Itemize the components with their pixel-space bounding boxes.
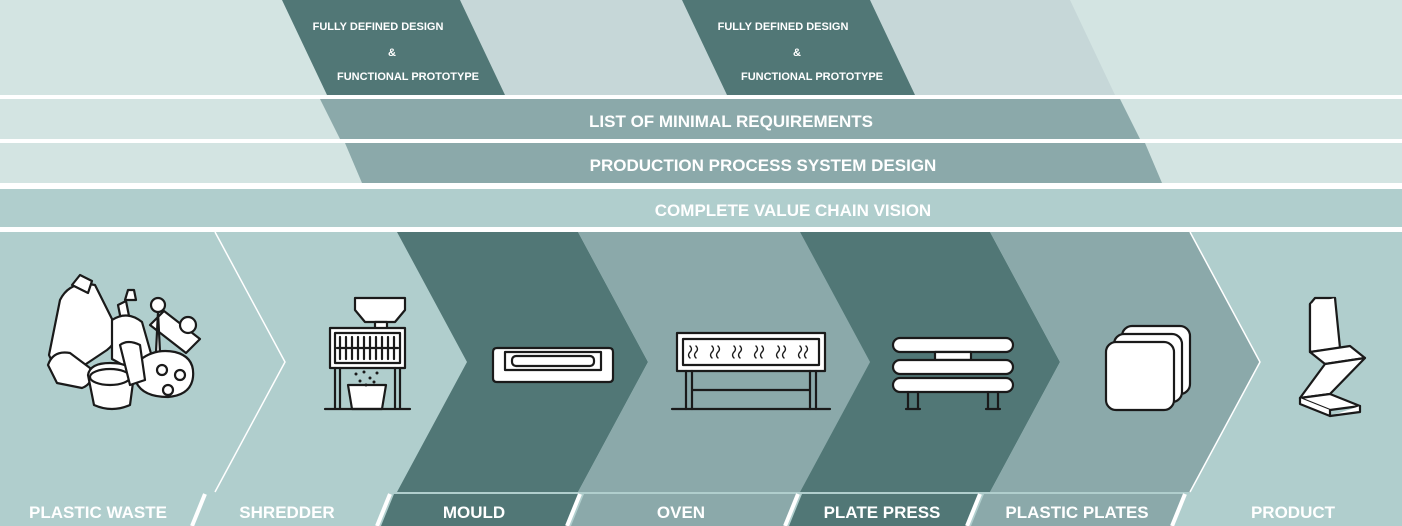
stage-label-plastic-waste-bg — [0, 494, 205, 526]
system-design-label: PRODUCTION PROCESS SYSTEM DESIGN — [590, 156, 937, 175]
label-divider-2 — [375, 493, 392, 526]
plastic-plates-icon — [1104, 324, 1192, 412]
stage-label-plate-press: PLATE PRESS — [824, 503, 941, 522]
stage-label-oven-bg — [571, 494, 798, 526]
stage-divider-1 — [214, 231, 286, 493]
milestone-row: FULLY DEFINED DESIGN & FUNCTIONAL PROTOT… — [0, 0, 1402, 95]
shredder-icon — [323, 296, 412, 411]
milestone-1-box — [282, 0, 505, 95]
milestone-1-line1: FULLY DEFINED DESIGN — [313, 21, 444, 33]
vision-band — [0, 189, 1402, 227]
milestone-2-line3: FUNCTIONAL PROTOTYPE — [741, 71, 883, 83]
label-divider-1 — [190, 493, 207, 526]
process-stages: PLASTIC WASTE SHREDDER MOULD OVEN PLATE … — [0, 231, 1402, 526]
milestone-1-line2: & — [388, 47, 396, 59]
milestone-2-box — [682, 0, 915, 95]
system-design-row: PRODUCTION PROCESS SYSTEM DESIGN — [0, 143, 1402, 183]
label-divider-3 — [565, 493, 582, 526]
label-divider-4 — [783, 493, 800, 526]
stage-label-product-bg — [1176, 494, 1402, 526]
stage-label-plate-press-bg — [789, 494, 980, 526]
stage-label-shredder: SHREDDER — [239, 503, 334, 522]
plate-press-icon — [891, 336, 1015, 411]
stage-label-shredder-bg — [196, 494, 390, 526]
vision-label: COMPLETE VALUE CHAIN VISION — [655, 201, 931, 220]
system-design-band — [345, 143, 1162, 183]
stage-label-mould: MOULD — [443, 503, 505, 522]
label-divider-6 — [1170, 493, 1187, 526]
requirements-band — [320, 99, 1140, 139]
stage-divider-6 — [1189, 231, 1261, 493]
stage-label-product: PRODUCT — [1251, 503, 1336, 522]
oven-icon — [670, 331, 832, 411]
stage-label-mould-bg — [381, 494, 580, 526]
mould-icon — [491, 346, 615, 384]
milestone-1-line3: FUNCTIONAL PROTOTYPE — [337, 71, 479, 83]
milestone-2-line1: FULLY DEFINED DESIGN — [718, 21, 849, 33]
milestone-2-line2: & — [793, 47, 801, 59]
label-divider-5 — [965, 493, 982, 526]
stage-label-plastic-waste: PLASTIC WASTE — [29, 503, 167, 522]
requirements-row: LIST OF MINIMAL REQUIREMENTS — [0, 99, 1402, 139]
stage-product-chevron — [1190, 232, 1402, 492]
product-icon — [1298, 296, 1367, 418]
plastic-waste-icon — [46, 273, 202, 411]
stage-label-plastic-plates-bg — [971, 494, 1185, 526]
stage-label-oven: OVEN — [657, 503, 705, 522]
vision-row: COMPLETE VALUE CHAIN VISION — [0, 189, 1402, 227]
stage-label-plastic-plates: PLASTIC PLATES — [1005, 503, 1148, 522]
requirements-label: LIST OF MINIMAL REQUIREMENTS — [589, 112, 873, 131]
